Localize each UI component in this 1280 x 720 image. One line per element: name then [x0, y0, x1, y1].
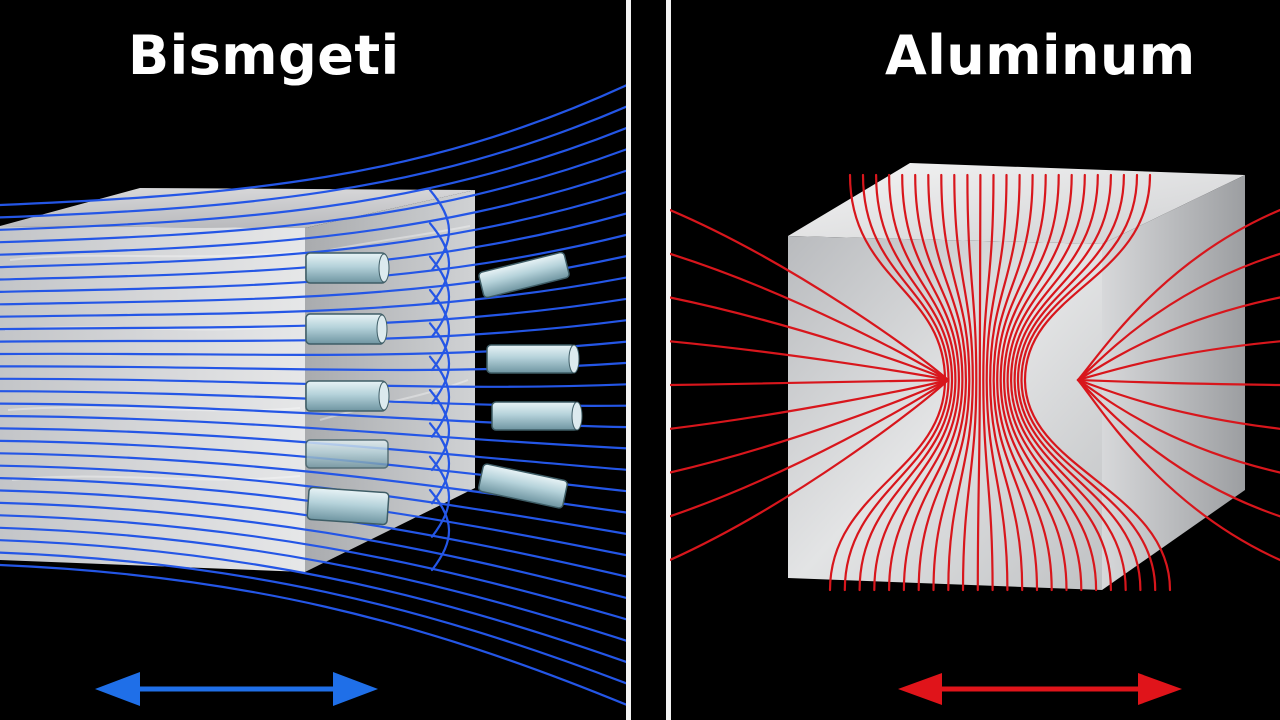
bismuth-field-line [0, 190, 627, 269]
embedded-crystal-1 [305, 252, 390, 284]
floating-crystal-2 [486, 344, 580, 374]
aluminum-field-line [999, 173, 1068, 592]
aluminum-field-line [1076, 378, 1280, 562]
floating-crystal-3 [491, 401, 583, 431]
aluminum-field-line [917, 173, 968, 592]
aluminum-arrow-head-left [898, 673, 942, 705]
bismuth-crystal-pieces [305, 251, 583, 526]
panel-divider-2 [666, 0, 671, 720]
bismuth-title: Bismgeti [128, 24, 400, 87]
aluminum-field-lines [670, 173, 1280, 592]
aluminum-field-line [976, 173, 982, 592]
bismuth-field-line [0, 563, 627, 707]
aluminum-field-line [961, 173, 978, 592]
bismuth-field-line [0, 148, 627, 244]
bismuth-field-line [428, 488, 451, 572]
bismuth-field-line [0, 501, 627, 600]
bismuth-double-arrow [95, 672, 378, 706]
bismuth-field-line [0, 551, 627, 685]
bismuth-diagram [0, 83, 627, 707]
aluminum-field-line [1013, 173, 1127, 592]
bismuth-field-line [0, 414, 627, 450]
bismuth-field-line [0, 105, 627, 219]
aluminum-field-line [1076, 378, 1280, 387]
bismuth-field-line [0, 514, 627, 621]
bismuth-field-line [428, 322, 451, 405]
aluminum-diagram [670, 163, 1280, 705]
bismuth-field-line [0, 526, 627, 642]
aluminum-field-line [670, 378, 950, 387]
aluminum-field-line [1009, 173, 1112, 592]
bismuth-field-line [428, 288, 451, 372]
aluminum-field-line [670, 296, 950, 382]
aluminum-field-line [670, 252, 950, 382]
bismuth-field-line [428, 188, 451, 272]
aluminum-double-arrow [898, 673, 1182, 705]
floating-crystal-4 [478, 463, 568, 509]
aluminum-field-line [670, 378, 950, 430]
aluminum-field-line [985, 173, 1009, 592]
bismuth-field-line [428, 355, 451, 438]
aluminum-field-line [670, 208, 950, 382]
bismuth-arrow-head-right [333, 672, 378, 706]
aluminum-field-line [1076, 378, 1280, 518]
aluminum-panel: Aluminum [670, 0, 1280, 720]
aluminum-field-line [989, 173, 1024, 592]
panel-divider [626, 0, 631, 720]
bismuth-field-line [0, 169, 627, 256]
aluminum-arrow-head-right [1138, 673, 1182, 705]
bismuth-field-line [0, 126, 627, 231]
aluminum-field-line [992, 173, 1039, 592]
aluminum-field-line [1076, 252, 1280, 382]
aluminum-field-line [1076, 340, 1280, 382]
aluminum-field-line [1076, 296, 1280, 382]
aluminum-field-line [1076, 378, 1280, 430]
aluminum-field-line [1016, 173, 1142, 592]
aluminum-field-line [670, 378, 950, 474]
embedded-crystal-3 [305, 380, 390, 412]
bismuth-arrow-head-left [95, 672, 140, 706]
aluminum-field-line [1002, 173, 1083, 592]
aluminum-field-line [1076, 208, 1280, 382]
bismuth-field-line [0, 83, 627, 207]
embedded-crystal-5 [306, 486, 390, 526]
aluminum-field-line [670, 378, 950, 518]
aluminum-field-line [996, 173, 1053, 592]
aluminum-title: Aluminum [885, 24, 1196, 87]
bismuth-field-line [428, 388, 451, 472]
embedded-crystal-4 [305, 439, 389, 469]
aluminum-field-line [858, 173, 954, 592]
aluminum-field-line [1076, 378, 1280, 474]
embedded-crystal-2 [305, 313, 388, 345]
bismuth-field-line [0, 276, 627, 318]
aluminum-field-line [902, 173, 964, 592]
aluminum-field-line [670, 340, 950, 382]
aluminum-field-line [982, 173, 995, 592]
aluminum-field-line [670, 378, 950, 562]
floating-crystal-1 [478, 251, 570, 299]
aluminum-field-line [932, 173, 971, 592]
bismuth-field-line [428, 255, 451, 338]
bismuth-field-line [428, 222, 451, 305]
aluminum-field-line [873, 173, 957, 592]
aluminum-field-line [1020, 173, 1157, 592]
bismuth-field-line [428, 422, 451, 505]
aluminum-field-line [947, 173, 974, 592]
bismuth-field-line [428, 455, 451, 538]
aluminum-field-line [1023, 173, 1172, 592]
aluminum-field-line [1006, 173, 1098, 592]
aluminum-block-front-face [788, 236, 1102, 590]
aluminum-field-line [888, 173, 961, 592]
bismuth-panel: Bismgeti [0, 0, 627, 720]
bismuth-field-line [0, 539, 627, 664]
